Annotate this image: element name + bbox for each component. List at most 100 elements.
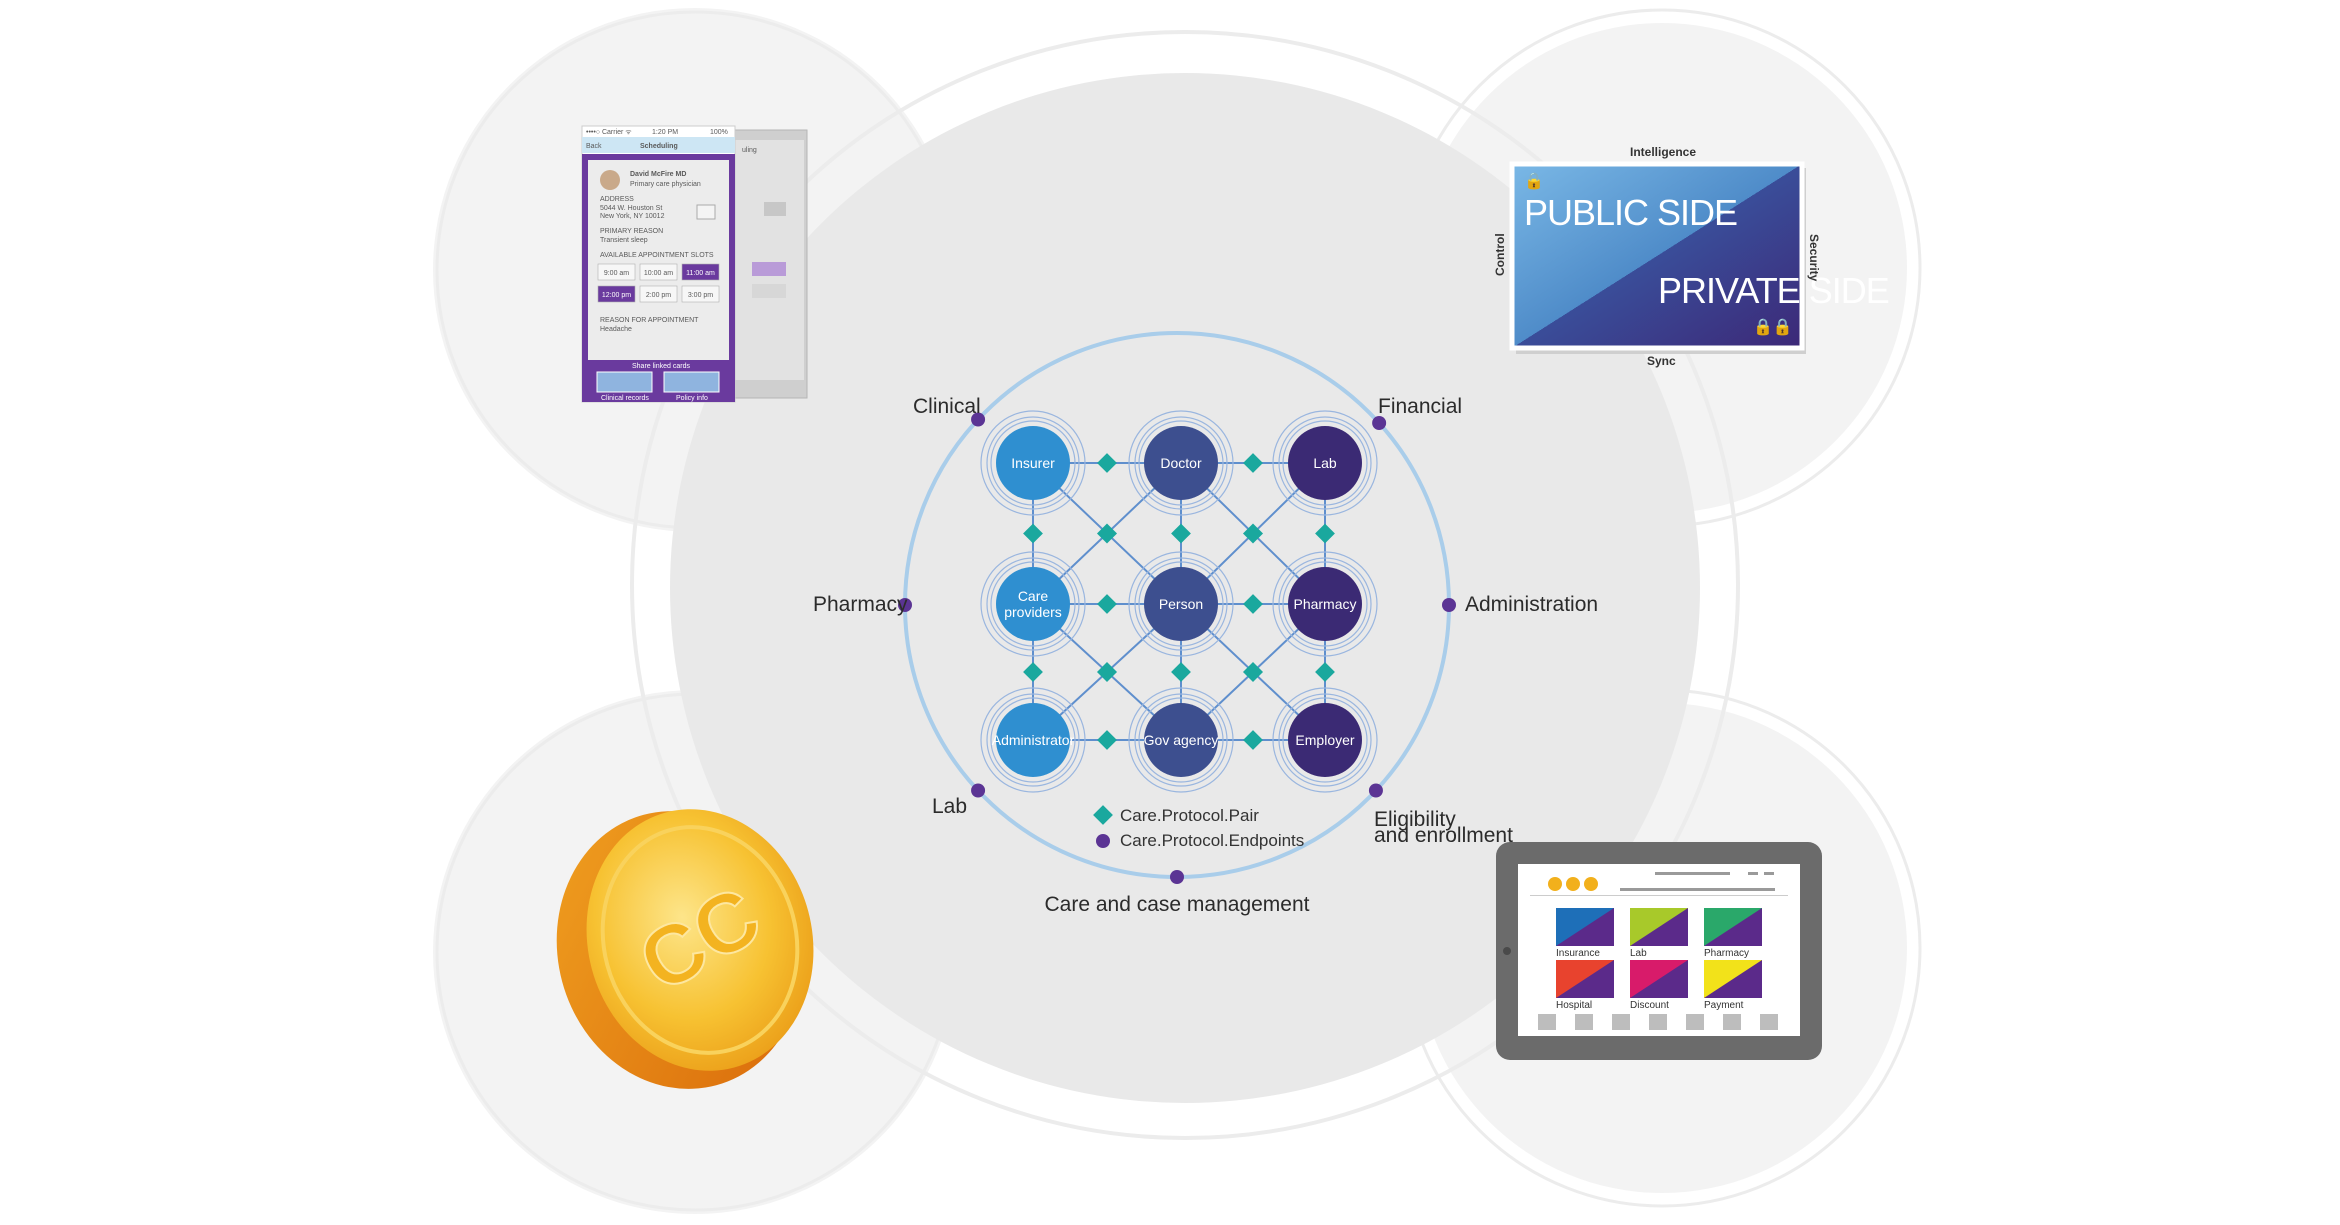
time-slot-12-00-pm[interactable]: 12:00 pm: [597, 285, 636, 303]
back-phone-slot: [752, 284, 786, 298]
ring-label-pharmacy: Pharmacy: [813, 593, 908, 616]
node-halo: [1138, 420, 1224, 506]
map-pin-icon[interactable]: [696, 204, 716, 220]
node-admin: Administrator: [980, 687, 1086, 793]
pair-diamond-icon: [1097, 453, 1117, 473]
node-halo: [1282, 420, 1368, 506]
pair-diamond-icon: [1097, 594, 1117, 614]
tile-label: Pharmacy: [1704, 948, 1749, 959]
tile-discount[interactable]: Discount: [1630, 960, 1688, 1011]
node-halo: [1134, 693, 1228, 787]
node-halo: [1282, 697, 1368, 783]
tab-icon[interactable]: [1538, 1014, 1556, 1030]
time-slot-3-00-pm[interactable]: 3:00 pm: [681, 285, 720, 303]
lock-icon: 🔒: [1524, 172, 1544, 190]
times-label: AVAILABLE APPOINTMENT SLOTS: [600, 252, 714, 259]
doctor-avatar: [600, 170, 620, 190]
doctor-subtitle: Primary care physician: [630, 181, 701, 188]
linked-card-clinical[interactable]: [596, 371, 653, 393]
time-slot-box: [639, 285, 678, 303]
node-label: Pharmacy: [1293, 596, 1356, 612]
tab-icon[interactable]: [1612, 1014, 1630, 1030]
pair-diamond-icon: [1023, 662, 1043, 682]
tab-icon[interactable]: [1723, 1014, 1741, 1030]
node-employer: Employer: [1272, 687, 1378, 793]
node-label: Doctor: [1160, 455, 1202, 471]
symptom-value: Headache: [600, 326, 632, 333]
node-circle: [996, 426, 1070, 500]
tab-icon[interactable]: [1760, 1014, 1778, 1030]
node-halo: [980, 410, 1086, 516]
tablet-tabbar: [1538, 1014, 1778, 1030]
public-private-card: PUBLIC SIDE PRIVATE SIDE 🔒 🔒🔒 Intelligen…: [1493, 145, 1890, 368]
tile-label: Lab: [1630, 948, 1647, 959]
time-slot-label: 3:00 pm: [688, 292, 713, 299]
node-circle: [1144, 703, 1218, 777]
node-circle: [996, 703, 1070, 777]
legend-pair-label: Care.Protocol.Pair: [1120, 806, 1259, 825]
endpoint-dot-lab: [971, 783, 986, 798]
node-halo: [980, 687, 1086, 793]
tab-icon[interactable]: [1649, 1014, 1667, 1030]
pair-diamond-icon: [1171, 523, 1191, 544]
node-halo: [1278, 416, 1372, 510]
node-circle: [1288, 567, 1362, 641]
node-halo: [1128, 410, 1234, 516]
address-line2: New York, NY 10012: [600, 213, 665, 220]
node-halo: [990, 561, 1076, 647]
tile-insurance[interactable]: Insurance: [1556, 908, 1614, 959]
tile-pharmacy[interactable]: Pharmacy: [1704, 908, 1762, 959]
node-halo: [1128, 687, 1234, 793]
tile-payment[interactable]: Payment: [1704, 960, 1762, 1011]
tile-hospital[interactable]: Hospital: [1556, 960, 1614, 1011]
tile-accent: [1704, 908, 1762, 946]
node-halo: [986, 693, 1080, 787]
legend-dot-icon: [1096, 834, 1110, 848]
endpoint-dot-pharmacy: [898, 598, 912, 612]
tile-label: Hospital: [1556, 1000, 1592, 1011]
pair-diamond-icon: [1097, 730, 1117, 750]
private-side-label: PRIVATE SIDE: [1658, 270, 1889, 311]
node-circle: [996, 567, 1070, 641]
time-slot-10-00-am[interactable]: 10:00 am: [639, 263, 678, 281]
ring-label-financial: Financial: [1378, 395, 1462, 418]
node-halo: [1272, 410, 1378, 516]
tile-label: Insurance: [1556, 948, 1600, 959]
card1-label: Clinical records: [601, 395, 649, 402]
ring-label-lab: Lab: [932, 795, 967, 818]
back-phone-screen: [728, 140, 804, 380]
node-doctor: Doctor: [1128, 410, 1234, 516]
tablet-screen: [1518, 864, 1800, 1036]
linked-card-policy[interactable]: [663, 371, 720, 393]
legend-diamond-icon: [1093, 805, 1113, 825]
time-slot-2-00-pm[interactable]: 2:00 pm: [639, 285, 678, 303]
time-slot-label: 2:00 pm: [646, 292, 671, 299]
tab-icon[interactable]: [1686, 1014, 1704, 1030]
symptom-label: REASON FOR APPOINTMENT: [600, 317, 699, 324]
tile-accent: [1556, 960, 1614, 998]
time-slot-11-00-am[interactable]: 11:00 am: [681, 263, 720, 281]
node-halo: [1278, 557, 1372, 651]
mini-coin-icon: [1584, 877, 1598, 891]
tile-lab[interactable]: Lab: [1630, 908, 1688, 959]
control-label: Control: [1493, 233, 1507, 276]
coin-face-inner: [600, 825, 800, 1055]
time-slot-label: 9:00 am: [604, 270, 629, 277]
node-lab: Lab: [1272, 410, 1378, 516]
node-label: Gov agency: [1144, 732, 1219, 748]
back-link[interactable]: Back: [586, 143, 602, 150]
phone-content-card: [588, 160, 729, 360]
time-slot-label: 10:00 am: [644, 270, 673, 277]
time-slot-9-00-am[interactable]: 9:00 am: [597, 263, 636, 281]
gold-coin: CC: [556, 809, 814, 1089]
pair-diamond-icon: [1315, 662, 1335, 682]
node-circle: [1144, 426, 1218, 500]
time-slot-box: [681, 285, 720, 303]
node-pharmacy: Pharmacy: [1272, 551, 1378, 657]
node-halo: [1138, 561, 1224, 647]
ring-label-clinical: Clinical: [913, 395, 981, 418]
tab-icon[interactable]: [1575, 1014, 1593, 1030]
